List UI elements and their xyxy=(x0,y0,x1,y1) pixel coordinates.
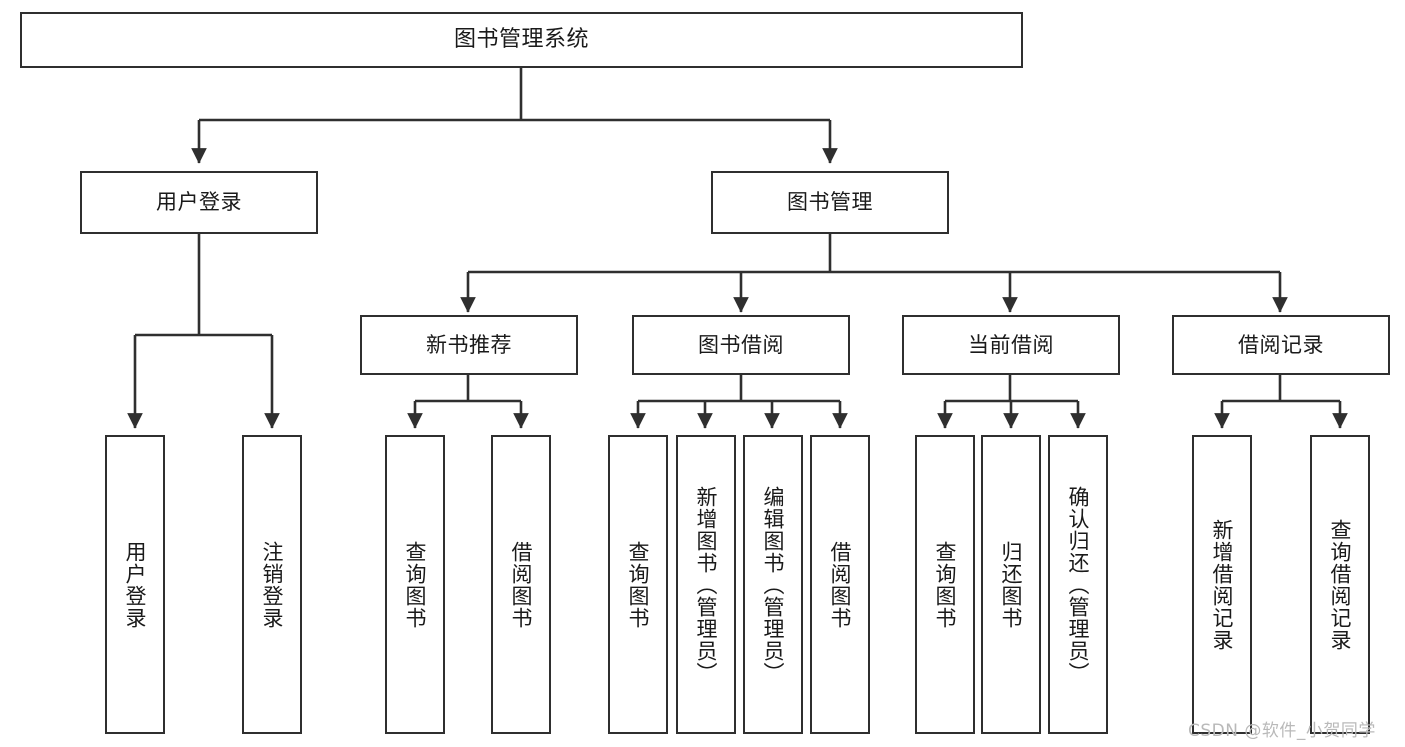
node-book-manage-label: 图书管理 xyxy=(787,190,873,215)
leaf-borrowrecord-query-record[interactable]: 查询借阅记录 xyxy=(1310,435,1370,734)
leaf-newbook-query-book-label: 查询图书 xyxy=(403,540,428,629)
leaf-currentborrow-return-book-label: 归还图书 xyxy=(999,540,1024,629)
leaf-bookborrow-edit-book-admin[interactable]: 编辑图书（管理员） xyxy=(743,435,803,734)
leaf-currentborrow-confirm-return-admin[interactable]: 确认归还（管理员） xyxy=(1048,435,1108,734)
leaf-newbook-borrow-book[interactable]: 借阅图书 xyxy=(491,435,551,734)
leaf-bookborrow-query-book-label: 查询图书 xyxy=(626,540,651,629)
leaf-bookborrow-borrow-book-label: 借阅图书 xyxy=(828,540,853,629)
leaf-bookborrow-borrow-book[interactable]: 借阅图书 xyxy=(810,435,870,734)
node-borrow-record[interactable]: 借阅记录 xyxy=(1172,315,1390,375)
node-user-login-label: 用户登录 xyxy=(156,190,242,215)
leaf-bookborrow-edit-book-admin-label: 编辑图书（管理员） xyxy=(761,485,786,684)
node-book-manage[interactable]: 图书管理 xyxy=(711,171,949,234)
node-root-system-label: 图书管理系统 xyxy=(453,27,589,53)
leaf-bookborrow-query-book[interactable]: 查询图书 xyxy=(608,435,668,734)
leaf-borrowrecord-add-record-label: 新增借阅记录 xyxy=(1210,518,1235,651)
node-root-system[interactable]: 图书管理系统 xyxy=(20,12,1023,68)
node-current-borrow-label: 当前借阅 xyxy=(968,332,1054,357)
node-book-borrow-label: 图书借阅 xyxy=(698,332,784,357)
node-new-book-recommend-label: 新书推荐 xyxy=(426,332,512,357)
leaf-bookborrow-add-book-admin[interactable]: 新增图书（管理员） xyxy=(676,435,736,734)
csdn-watermark: CSDN @软件_小贺同学 xyxy=(1188,721,1376,741)
leaf-currentborrow-query-book[interactable]: 查询图书 xyxy=(915,435,975,734)
leaf-currentborrow-confirm-return-admin-label: 确认归还（管理员） xyxy=(1066,485,1091,684)
leaf-user-login-signout-label: 注销登录 xyxy=(260,540,285,629)
leaf-borrowrecord-add-record[interactable]: 新增借阅记录 xyxy=(1192,435,1252,734)
node-book-borrow[interactable]: 图书借阅 xyxy=(632,315,850,375)
leaf-newbook-query-book[interactable]: 查询图书 xyxy=(385,435,445,734)
leaf-currentborrow-return-book[interactable]: 归还图书 xyxy=(981,435,1041,734)
node-new-book-recommend[interactable]: 新书推荐 xyxy=(360,315,578,375)
node-borrow-record-label: 借阅记录 xyxy=(1238,332,1324,357)
leaf-bookborrow-add-book-admin-label: 新增图书（管理员） xyxy=(694,485,719,684)
leaf-newbook-borrow-book-label: 借阅图书 xyxy=(509,540,534,629)
leaf-currentborrow-query-book-label: 查询图书 xyxy=(933,540,958,629)
node-user-login[interactable]: 用户登录 xyxy=(80,171,318,234)
node-current-borrow[interactable]: 当前借阅 xyxy=(902,315,1120,375)
leaf-borrowrecord-query-record-label: 查询借阅记录 xyxy=(1328,518,1353,651)
leaf-user-login-signin-label: 用户登录 xyxy=(123,540,148,629)
leaf-user-login-signin[interactable]: 用户登录 xyxy=(105,435,165,734)
leaf-user-login-signout[interactable]: 注销登录 xyxy=(242,435,302,734)
